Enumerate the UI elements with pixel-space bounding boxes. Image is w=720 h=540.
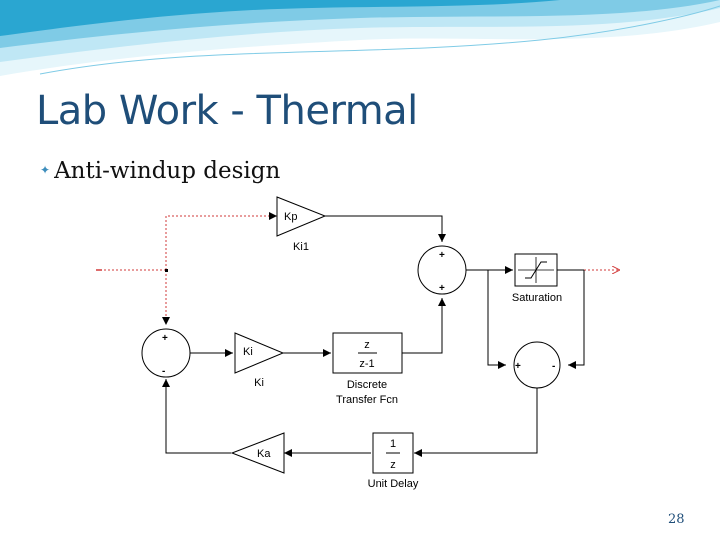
kp-gain-block — [276, 196, 327, 237]
tf-name-line2: Transfer Fcn — [336, 394, 398, 406]
sum-top-sign-2: + — [439, 283, 445, 294]
slide-title: Lab Work - Thermal — [36, 88, 418, 134]
sum-right-sign-minus: - — [552, 361, 555, 372]
ki-gain-text: Ki — [243, 346, 253, 358]
kp-gain-text: Kp — [284, 211, 297, 223]
saturation-name: Saturation — [512, 292, 562, 304]
sum-right-sign-plus: + — [515, 361, 521, 372]
sum-right-block — [513, 341, 561, 389]
tf-numerator: z — [364, 339, 370, 351]
signal-presat-to-sum-right — [487, 270, 506, 369]
unit-delay-name: Unit Delay — [368, 478, 419, 490]
ka-gain-text: Ka — [257, 448, 271, 460]
sum-top-sign-1: + — [439, 250, 445, 261]
signal-sum-right-to-delay — [414, 388, 538, 457]
branch-point — [165, 269, 168, 272]
signal-tf-to-sum-top — [402, 298, 446, 354]
signal-kp-to-sum-top — [325, 215, 446, 242]
signal-to-kp — [165, 212, 277, 270]
signal-postsat-to-sum-right — [568, 270, 585, 369]
header-wave-decoration — [0, 0, 720, 76]
tf-denominator: z-1 — [359, 358, 374, 370]
sum-top-block — [417, 245, 467, 295]
ka-gain-block — [230, 432, 285, 474]
unit-delay-numerator: 1 — [390, 438, 396, 450]
ki-gain-block — [234, 332, 285, 374]
sum-left-sign-minus: - — [162, 366, 165, 377]
sum-left-sign-plus: + — [162, 333, 168, 344]
unit-delay-denominator: z — [390, 459, 396, 471]
kp-gain-name: Ki1 — [293, 241, 309, 253]
signal-ka-to-sum-left — [162, 379, 231, 454]
bullet-item: ✦Anti-windup design — [40, 158, 280, 184]
bullet-icon: ✦ — [40, 163, 51, 177]
bullet-text: Anti-windup design — [54, 158, 281, 184]
ki-gain-name: Ki — [254, 377, 264, 389]
sum-left-block — [141, 328, 191, 378]
page-number: 28 — [668, 512, 685, 527]
tf-name-line1: Discrete — [347, 379, 387, 391]
saturation-curve — [525, 261, 547, 279]
